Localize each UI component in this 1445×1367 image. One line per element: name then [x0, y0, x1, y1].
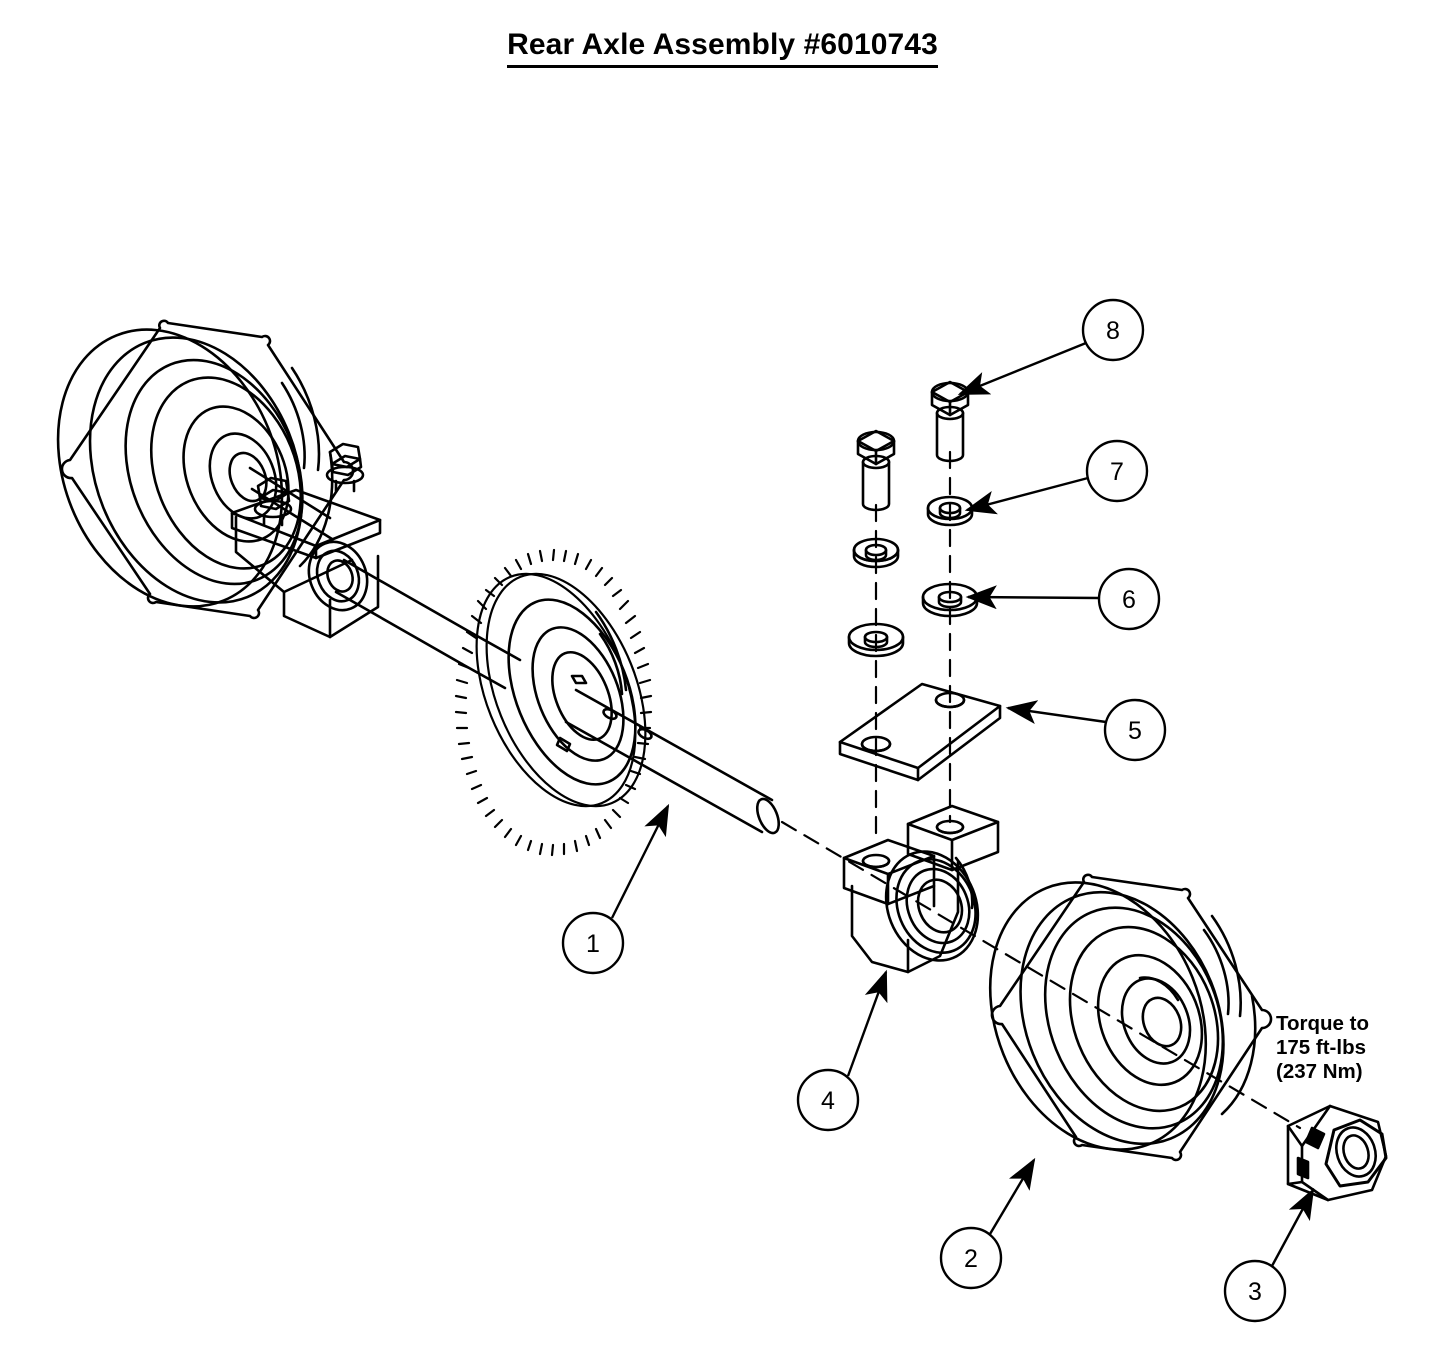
torque-note: Torque to 175 ft-lbs (237 Nm)	[1276, 1012, 1369, 1084]
leader-line-6	[965, 585, 1100, 610]
leader-line-2	[988, 1157, 1036, 1235]
leader-line-4	[846, 969, 888, 1077]
flat-washer-left	[847, 622, 905, 658]
page-title: Rear Axle Assembly #6010743	[507, 28, 938, 68]
installed-bolt-near	[253, 476, 293, 527]
callout-balloon-8[interactable]: 8	[1081, 298, 1145, 362]
hex-bolt-right	[930, 380, 970, 463]
gear-teeth	[454, 548, 653, 857]
callout-label-6: 6	[1122, 586, 1136, 614]
part-pillow-block-bearing	[842, 804, 1000, 974]
callout-balloon-4[interactable]: 4	[796, 1068, 860, 1132]
part-mounting-plate	[838, 682, 1002, 782]
callout-label-7: 7	[1110, 458, 1124, 486]
leader-line-8	[957, 341, 1087, 396]
fastener-column-left	[847, 429, 905, 658]
leader-line-1	[610, 803, 670, 919]
installed-wheel-assembly	[56, 319, 472, 666]
callout-label-5: 5	[1128, 717, 1142, 745]
callout-label-3: 3	[1248, 1278, 1262, 1306]
callout-label-2: 2	[964, 1245, 978, 1273]
callout-balloon-7[interactable]: 7	[1085, 439, 1149, 503]
leader-line-5	[1005, 700, 1107, 724]
part-axle-nut	[1286, 1104, 1388, 1202]
callout-balloon-3[interactable]: 3	[1223, 1259, 1287, 1323]
part-axle-shaft-with-gear	[454, 548, 781, 857]
lock-washer-left	[852, 537, 900, 569]
callout-label-8: 8	[1106, 317, 1120, 345]
callout-balloon-5[interactable]: 5	[1103, 698, 1167, 762]
callout-balloon-6[interactable]: 6	[1097, 567, 1161, 631]
callout-balloon-1[interactable]: 1	[561, 911, 625, 975]
part-wheel	[988, 873, 1273, 1162]
leader-line-3	[1270, 1187, 1315, 1267]
page-title-wrap: Rear Axle Assembly #6010743	[0, 28, 1445, 68]
installed-bolt-far	[325, 442, 365, 493]
hex-bolt-left	[856, 429, 896, 512]
callout-layer: 1 2 3 4 5	[561, 298, 1315, 1323]
leader-line-7	[964, 476, 1089, 515]
callout-label-1: 1	[586, 930, 600, 958]
callout-balloon-2[interactable]: 2	[939, 1226, 1003, 1290]
callout-label-4: 4	[821, 1087, 835, 1115]
